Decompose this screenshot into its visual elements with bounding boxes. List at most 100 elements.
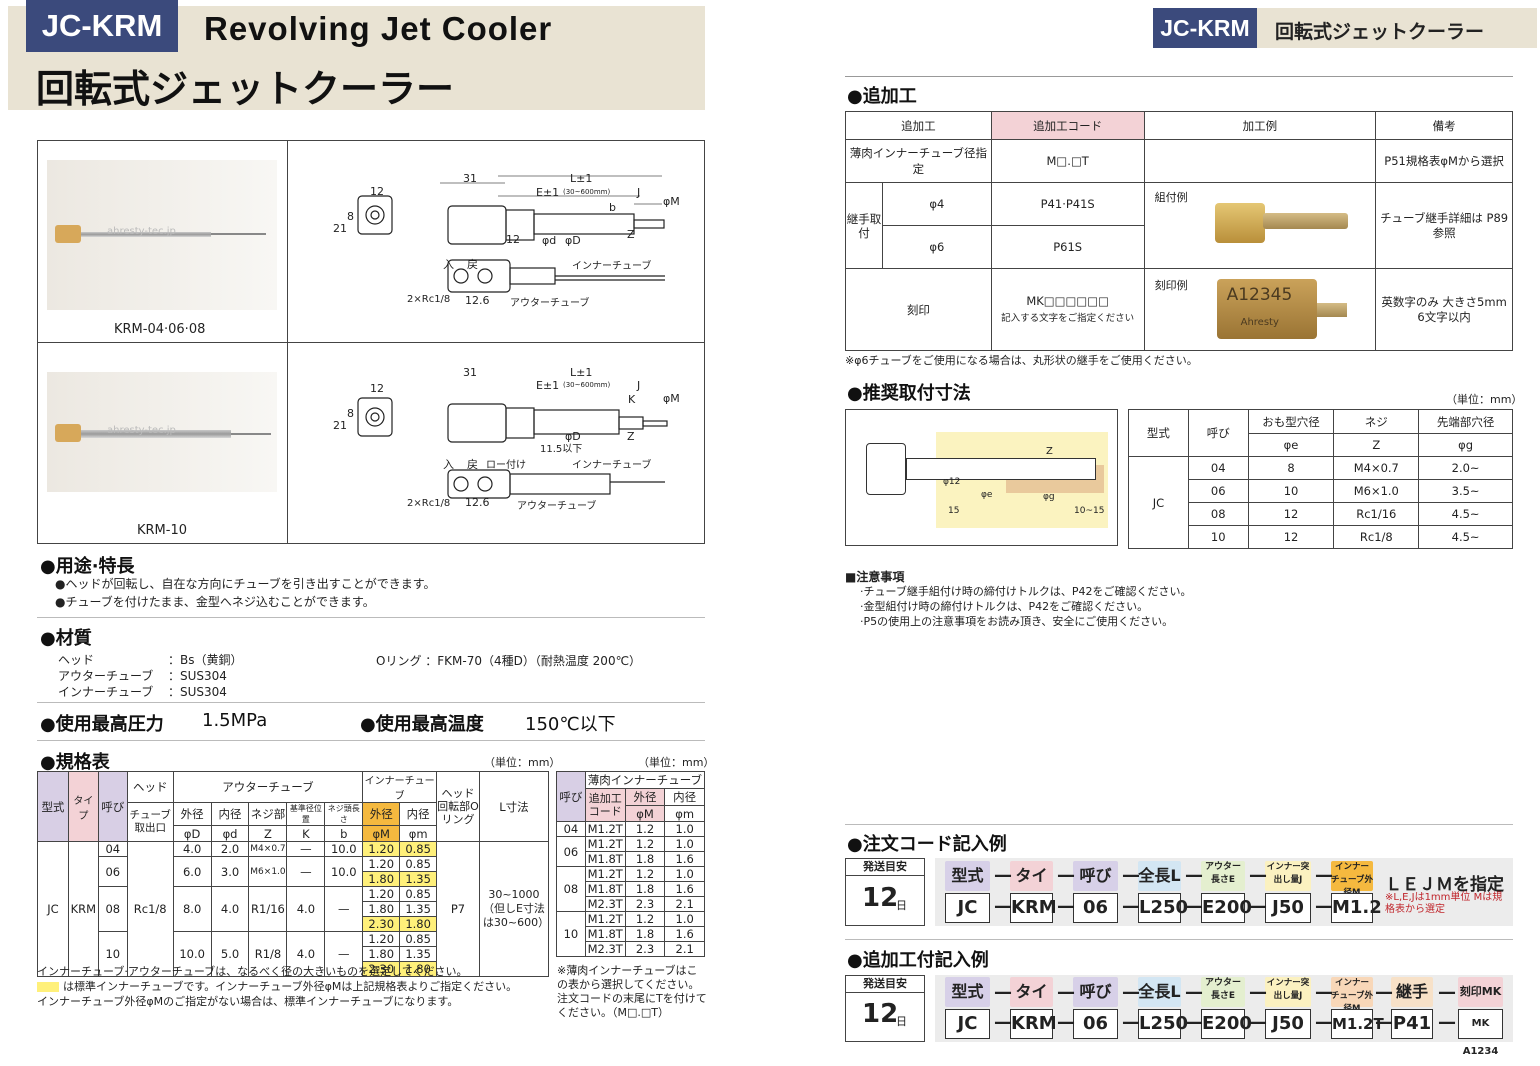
ship-unit: 日 bbox=[896, 899, 907, 912]
field-label: 全長L bbox=[1138, 861, 1181, 891]
english-title: Revolving Jet Cooler bbox=[204, 10, 553, 47]
field-label: インナーチューブ外径M bbox=[1331, 861, 1373, 898]
dimension-drawing-top bbox=[357, 175, 665, 293]
field-label: 継手 bbox=[1391, 977, 1433, 1007]
field-value: J50 bbox=[1265, 1009, 1311, 1039]
watermark: ahresty-tec.jp bbox=[107, 226, 176, 237]
field-value: 06 bbox=[1073, 1009, 1118, 1039]
dim-label: 12.6 bbox=[465, 294, 490, 307]
dim-label: 12 bbox=[370, 382, 384, 395]
field-label: 呼び bbox=[1073, 861, 1118, 891]
yellow-swatch bbox=[37, 982, 59, 992]
ship-label: 発送目安 bbox=[845, 975, 925, 993]
field-value: E200 bbox=[1201, 1009, 1252, 1039]
field-value: MK A1234 bbox=[1458, 1009, 1503, 1057]
oring-material: Oリング ：FKM-70（4種D）（耐熱温度 200℃） bbox=[376, 654, 642, 668]
dim-label: φD bbox=[565, 430, 581, 443]
dim-label: インナーチューブ bbox=[572, 261, 652, 272]
spec-notes: インナーチューブ·アウターチューブは、なるべく径の大きいものを選定してください。… bbox=[37, 965, 518, 1008]
dim-label: 21 bbox=[333, 419, 347, 432]
material-list: ヘッド：Bs（黄銅） アウターチューブ：SUS304 インナーチューブ：SUS3… bbox=[58, 653, 243, 699]
dim-label: 8 bbox=[347, 407, 354, 420]
joint-example-cell: 組付例 bbox=[1143, 182, 1377, 269]
watermark: ahresty-tec.jp bbox=[107, 425, 176, 436]
section-order: ●注文コード記入例 bbox=[847, 834, 1007, 855]
field-label: インナー突出し量J bbox=[1265, 977, 1311, 1007]
dim-label: 12.6 bbox=[465, 496, 490, 509]
japanese-title: 回転式ジェットクーラー bbox=[36, 67, 455, 111]
field-label: 呼び bbox=[1073, 977, 1118, 1007]
field-label: 型式 bbox=[945, 861, 990, 891]
right-product-code: JC-KRM bbox=[1153, 8, 1257, 48]
figure-caption: KRM-04·06·08 bbox=[114, 322, 206, 337]
dim-label: K bbox=[628, 393, 636, 406]
dim-label: アウターチューブ bbox=[510, 298, 590, 309]
caution-title: ■注意事項 bbox=[845, 570, 905, 584]
field-value: P41 bbox=[1391, 1009, 1433, 1039]
dim-label: (30~600mm) bbox=[563, 381, 611, 389]
field-label: タイプ bbox=[1010, 977, 1053, 1031]
field-value: JC bbox=[945, 893, 990, 923]
right-title: 回転式ジェットクーラー bbox=[1275, 21, 1485, 43]
dim-label: L±1 bbox=[570, 172, 593, 185]
thin-note: ※薄肉インナーチューブはこの表から選択してください。注文コードの末尾にTを付けて… bbox=[557, 964, 707, 1019]
temp-value: 150℃以下 bbox=[525, 714, 616, 735]
dim-label: φM bbox=[663, 195, 680, 208]
field-value: KRM bbox=[1010, 1009, 1057, 1039]
unit-label: （単位：mm） bbox=[638, 756, 715, 769]
dim-label: アウターチューブ bbox=[517, 501, 597, 512]
caution-list: ·チューブ継手組付け時の締付けトルクは、P42をご確認ください。·金型組付け時の… bbox=[860, 585, 1192, 628]
dim-label: Z bbox=[627, 430, 635, 443]
product-photo: ahresty-tec.jp bbox=[47, 160, 277, 310]
ship-days: 12 bbox=[862, 883, 899, 913]
spec-note: ＬＥＪＭを指定 bbox=[1385, 875, 1504, 895]
unit-label: （単位：mm） bbox=[1446, 393, 1523, 406]
dim-label: E±1 bbox=[536, 379, 560, 392]
dim-label: J bbox=[637, 379, 641, 392]
field-label: インナーチューブ外径M bbox=[1331, 977, 1373, 1014]
dim-label: b bbox=[609, 201, 616, 214]
field-label: 全長L bbox=[1138, 977, 1181, 1007]
section-order-add: ●追加工付記入例 bbox=[847, 950, 989, 971]
field-value: 06 bbox=[1073, 893, 1118, 923]
ship-box bbox=[845, 858, 925, 926]
dim-label: L±1 bbox=[570, 366, 593, 379]
dim-label: φD bbox=[565, 234, 581, 247]
dim-label: 12 bbox=[370, 185, 384, 198]
field-label: 型式 bbox=[945, 977, 990, 1007]
field-label: アウター長さE bbox=[1201, 861, 1245, 891]
divider bbox=[37, 342, 705, 343]
dim-label: 2×Rc1/8 bbox=[407, 498, 451, 509]
field-value: KRM bbox=[1010, 893, 1057, 923]
field-label: タイプ bbox=[1010, 861, 1053, 915]
section-material: ●材質 bbox=[40, 628, 92, 649]
stamp-example-cell: 刻印例 A12345 Ahresty bbox=[1143, 268, 1377, 351]
mount-figure: Z φ12 φe φg 15 10~15 bbox=[845, 409, 1118, 546]
dim-label: φM bbox=[663, 392, 680, 405]
product-photo: ahresty-tec.jp bbox=[47, 372, 277, 492]
dim-label: Z bbox=[627, 228, 635, 241]
field-label: 刻印MK bbox=[1458, 977, 1503, 1007]
use-item: ●チューブを付けたまま、金型へネジ込むことができます。 bbox=[55, 595, 375, 609]
dim-label: 戻 bbox=[467, 458, 478, 471]
divider bbox=[845, 76, 1513, 77]
section-mount: ●推奨取付寸法 bbox=[847, 383, 971, 404]
dim-label: 12 bbox=[506, 233, 520, 246]
spec-subnote: ※L,E,Jは1mm単位 Mは規格表から選定 bbox=[1385, 892, 1503, 915]
dim-label: 入 bbox=[443, 458, 454, 471]
field-value: JC bbox=[945, 1009, 990, 1039]
field-label: アウター長さE bbox=[1201, 977, 1245, 1007]
pressure-value: 1.5MPa bbox=[202, 710, 268, 731]
product-code: JC-KRM bbox=[26, 0, 178, 52]
field-value: M1.2 bbox=[1331, 893, 1382, 923]
dim-label: 戻 bbox=[467, 258, 478, 271]
dim-label: J bbox=[637, 186, 641, 199]
dim-label: 11.5以下 bbox=[540, 444, 583, 455]
field-value: J50 bbox=[1265, 893, 1311, 923]
section-spec: ●規格表 bbox=[40, 752, 110, 773]
section-use: ●用途·特長 bbox=[40, 556, 135, 577]
field-value: M1.2T bbox=[1331, 1009, 1384, 1039]
